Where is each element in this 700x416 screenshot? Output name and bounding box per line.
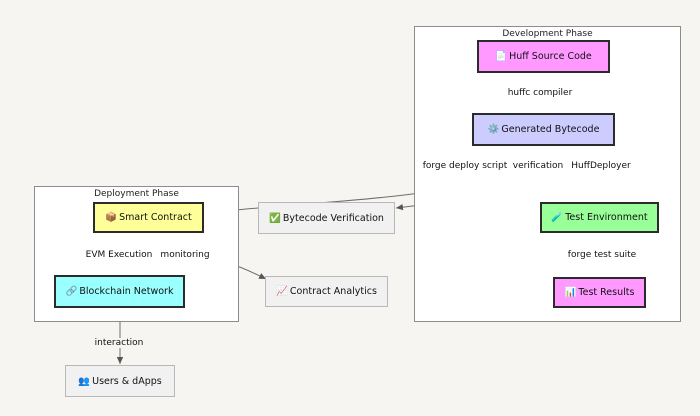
contract-analytics-node[interactable]: 📈 Contract Analytics	[265, 276, 388, 307]
edge-label-forge-test-suite: forge test suite	[565, 250, 639, 260]
gear-icon: ⚙️	[487, 124, 500, 135]
check-icon: ✅	[269, 212, 281, 224]
edge-label-evm-execution: EVM Execution	[83, 250, 155, 260]
bar-chart-icon: 📊	[564, 287, 577, 298]
edge-label-interaction: interaction	[92, 338, 146, 348]
bytecode-verification-node[interactable]: ✅ Bytecode Verification	[258, 202, 395, 234]
edge-label-huffc-compiler: huffc compiler	[505, 88, 575, 98]
trend-chart-icon: 📈	[276, 286, 288, 297]
node-label: Test Environment	[565, 212, 648, 223]
link-icon: 🔗	[65, 286, 78, 297]
smart-contract-node[interactable]: 📦 Smart Contract	[93, 202, 204, 233]
test-tube-icon: 🧪	[551, 212, 564, 223]
node-label: Smart Contract	[119, 212, 192, 223]
huff-source-code-node[interactable]: 📄 Huff Source Code	[477, 40, 610, 73]
users-icon: 👥	[78, 375, 91, 387]
edge-label-verification: verification	[510, 161, 566, 171]
node-label: Contract Analytics	[289, 286, 377, 297]
node-label: Bytecode Verification	[282, 212, 384, 224]
test-environment-node[interactable]: 🧪 Test Environment	[540, 202, 659, 233]
generated-bytecode-node[interactable]: ⚙️ Generated Bytecode	[472, 113, 615, 146]
edge-label-monitoring: monitoring	[158, 250, 212, 260]
page-icon: 📄	[495, 51, 508, 62]
development-phase-cluster: Development Phase	[414, 26, 681, 322]
node-label: Generated Bytecode	[501, 124, 600, 135]
edge-label-forge-deploy-script: forge deploy script	[420, 161, 510, 171]
package-icon: 📦	[105, 212, 118, 223]
development-phase-title: Development Phase	[502, 29, 593, 39]
node-label: Huff Source Code	[509, 51, 592, 62]
node-label: Blockchain Network	[79, 286, 174, 297]
deployment-phase-title: Deployment Phase	[94, 189, 179, 199]
node-label: Test Results	[578, 287, 635, 298]
test-results-node[interactable]: 📊 Test Results	[553, 277, 646, 308]
blockchain-network-node[interactable]: 🔗 Blockchain Network	[54, 275, 185, 308]
edge-label-huff-deployer: HuffDeployer	[569, 161, 633, 171]
users-dapps-node[interactable]: 👥 Users & dApps	[65, 365, 175, 397]
node-label: Users & dApps	[92, 375, 162, 387]
